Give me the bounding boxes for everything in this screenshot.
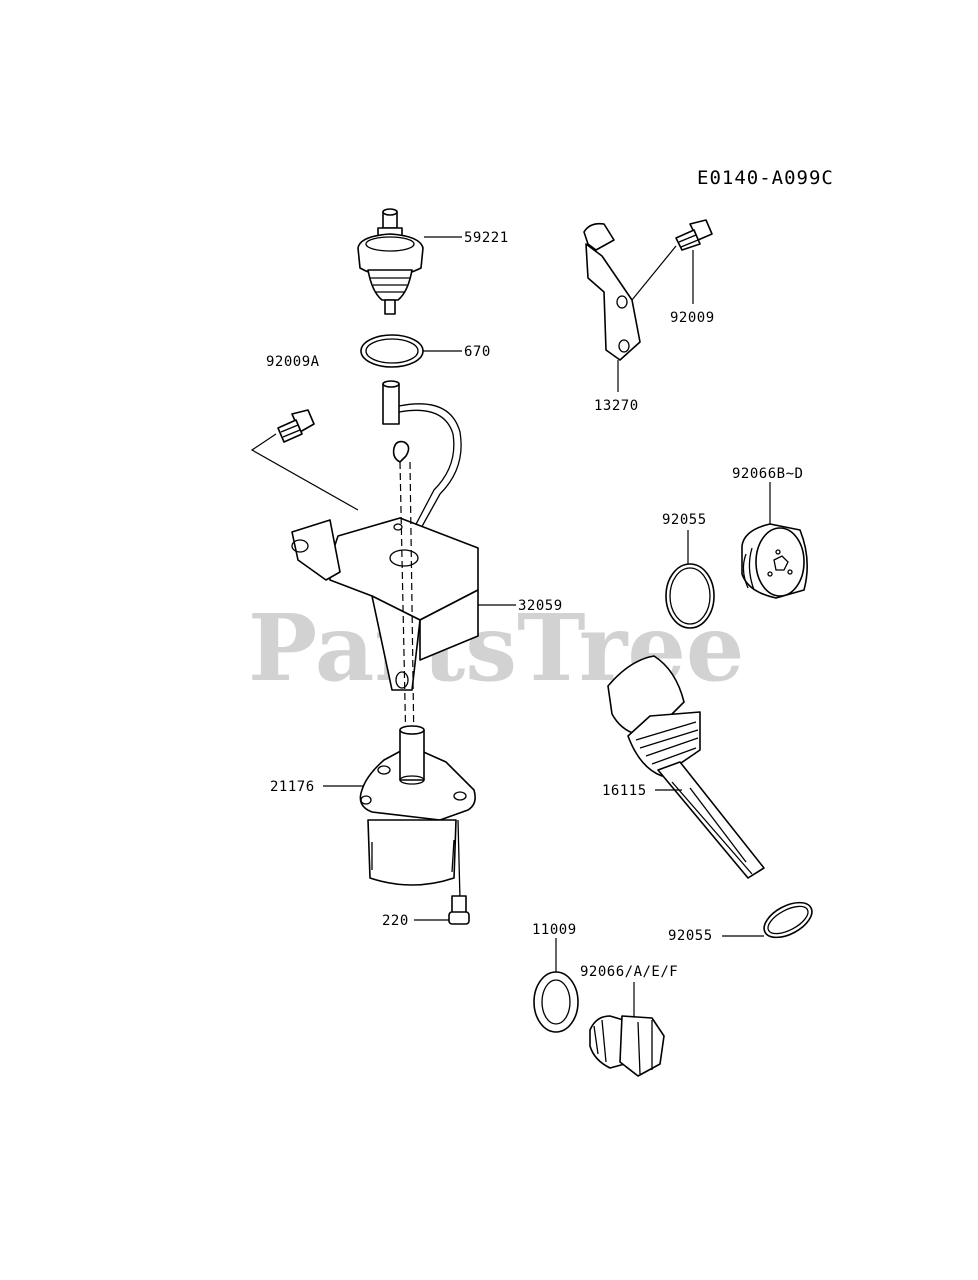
part-92066-aef-drain-plug[interactable]	[589, 1015, 665, 1077]
part-11009-washer[interactable]	[533, 971, 579, 1033]
part-16115-dipstick[interactable]	[607, 655, 765, 879]
label-11009[interactable]: 11009	[532, 922, 577, 938]
label-670[interactable]: 670	[464, 344, 491, 360]
label-92055-lower[interactable]: 92055	[668, 928, 713, 944]
label-220[interactable]: 220	[382, 913, 409, 929]
leader-92009a	[250, 433, 359, 511]
label-21176[interactable]: 21176	[270, 779, 315, 795]
label-32059[interactable]: 32059	[518, 598, 563, 614]
label-59221[interactable]: 59221	[464, 230, 509, 246]
part-13270-plate[interactable]	[583, 222, 641, 361]
label-92009a[interactable]: 92009A	[266, 354, 320, 370]
part-92009a-bolt[interactable]	[277, 409, 315, 443]
label-92009[interactable]: 92009	[670, 310, 715, 326]
part-92066b-d-plug[interactable]	[741, 523, 808, 599]
part-670-o-ring[interactable]	[360, 334, 424, 368]
part-92055-lower-o-ring[interactable]	[758, 895, 817, 944]
part-92009-bolt[interactable]	[675, 219, 713, 251]
part-21176-pump[interactable]	[359, 725, 476, 886]
breather-tube	[382, 380, 462, 531]
link-eyelet	[392, 440, 415, 751]
label-92066-aef[interactable]: 92066/A/E/F	[580, 964, 678, 980]
label-92066b-d[interactable]: 92066B~D	[732, 466, 803, 482]
part-59221-vent-valve[interactable]	[357, 208, 424, 315]
label-92055-upper[interactable]: 92055	[662, 512, 707, 528]
part-32059-bracket[interactable]	[291, 517, 479, 691]
label-13270[interactable]: 13270	[594, 398, 639, 414]
leader-92009-link	[631, 245, 677, 301]
part-220-screw[interactable]	[448, 819, 470, 925]
diagram-code: E0140-A099C	[697, 167, 834, 189]
part-92055-upper-o-ring[interactable]	[665, 563, 715, 629]
label-16115[interactable]: 16115	[602, 783, 647, 799]
